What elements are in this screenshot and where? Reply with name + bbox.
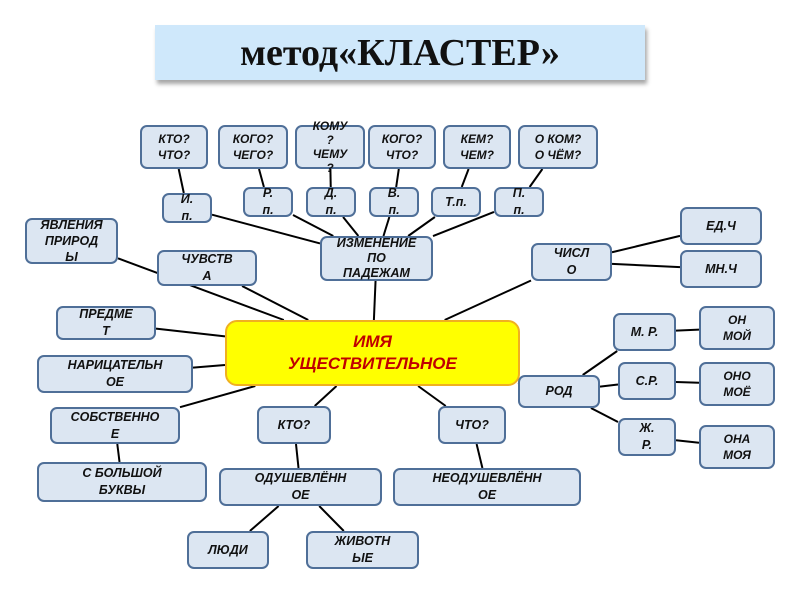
connector-case_pr-izmenenie xyxy=(432,210,495,238)
title-banner: метод«КЛАСТЕР» xyxy=(155,25,645,80)
node-mn-ch: МН.Ч xyxy=(680,250,762,288)
node-odushevlennoe: ОДУШЕВЛЁНН ОЕ xyxy=(219,468,382,506)
node-sobstvennoe: СОБСТВЕННО Е xyxy=(50,407,180,444)
connector-sobstvennoe-s_bolshoy xyxy=(116,443,121,463)
node-q-tv: КЕМ? ЧЕМ? xyxy=(443,125,511,169)
connector-rod-zh_r xyxy=(590,407,619,423)
connector-q_pr-case_pr xyxy=(528,168,544,188)
node-case-rod: Р. п. xyxy=(243,186,293,217)
connector-case_im-izmenenie xyxy=(211,213,321,245)
connector-naritsatelnoe-center xyxy=(192,364,226,369)
node-neodushevlennoe: НЕОДУШЕВЛЁНН ОЕ xyxy=(393,468,581,506)
connector-rod-s_r xyxy=(599,383,619,388)
connector-chto-neodush xyxy=(475,443,484,469)
connector-q_rod-case_rod xyxy=(258,168,265,188)
connector-izmenenie-center xyxy=(372,280,377,321)
node-case-dat: Д. п. xyxy=(306,186,356,217)
node-chuvstva: ЧУВСТВ А xyxy=(157,250,257,286)
connector-chuvstva-center xyxy=(241,285,309,321)
connector-predmet-center xyxy=(155,327,226,338)
node-kto: КТО? xyxy=(257,406,331,444)
connector-yavleniya-center xyxy=(117,257,285,321)
connector-case_tv-izmenenie xyxy=(407,216,436,237)
connector-s_r-ono_moe xyxy=(675,380,700,384)
connector-rod-m_r xyxy=(582,350,618,376)
node-q-pr: О КОМ? О ЧЁМ? xyxy=(518,125,598,169)
connector-center-chto xyxy=(417,385,447,407)
node-center-imya-sushchestvitelnoe: ИМЯ УЩЕСТВИТЕЛЬНОЕ xyxy=(225,320,520,386)
connector-center-chislo xyxy=(444,279,532,321)
node-case-tv: Т.п. xyxy=(431,187,481,217)
node-q-im: КТО? ЧТО? xyxy=(140,125,208,169)
connector-zh_r-ona_moya xyxy=(675,439,700,444)
connector-q_im-case_im xyxy=(177,168,185,194)
node-chislo: ЧИСЛ О xyxy=(531,243,612,281)
connector-chislo-mn_ch xyxy=(611,262,681,269)
node-ed-ch: ЕД.Ч xyxy=(680,207,762,245)
node-case-im: И. п. xyxy=(162,192,212,223)
node-rod: РОД xyxy=(518,375,600,408)
node-yavleniya: ЯВЛЕНИЯ ПРИРОД Ы xyxy=(25,218,118,264)
connector-odush-lyudi xyxy=(249,505,280,532)
node-s-r: С.Р. xyxy=(618,362,676,400)
node-m-r: М. Р. xyxy=(613,313,676,351)
node-s-bolshoy: С БОЛЬШОЙ БУКВЫ xyxy=(37,462,207,502)
connector-case_vin-izmenenie xyxy=(382,216,391,237)
connector-center-kto xyxy=(314,385,338,407)
node-case-vin: В. п. xyxy=(369,186,419,217)
node-q-vin: КОГО? ЧТО? xyxy=(368,125,436,169)
node-q-rod: КОГО? ЧЕГО? xyxy=(218,125,288,169)
node-case-pr: П. п. xyxy=(494,186,544,217)
connector-chislo-ed_ch xyxy=(611,234,681,254)
node-zh-r: Ж. Р. xyxy=(618,418,676,456)
node-ono-moe: ОНО МОЁ xyxy=(699,362,775,406)
node-izmenenie: ИЗМЕНЕНИЕ ПО ПАДЕЖАМ xyxy=(320,236,433,281)
node-q-dat: КОМУ ? ЧЕМУ ? xyxy=(295,119,365,175)
connector-kto-odush xyxy=(294,443,300,469)
connector-m_r-on_moy xyxy=(675,328,700,332)
connector-q_vin-case_vin xyxy=(395,168,400,188)
node-zhivotnye: ЖИВОТН ЫЕ xyxy=(306,531,419,569)
node-predmet: ПРЕДМЕ Т xyxy=(56,306,156,340)
node-naritsatelnoe: НАРИЦАТЕЛЬН ОЕ xyxy=(37,355,193,393)
connector-case_dat-izmenenie xyxy=(342,216,360,237)
node-on-moy: ОН МОЙ xyxy=(699,306,775,350)
connector-case_rod-izmenenie xyxy=(292,214,334,237)
connector-sobstvennoe-center xyxy=(179,385,256,409)
node-lyudi: ЛЮДИ xyxy=(187,531,269,569)
connector-odush-zhivotnye xyxy=(318,505,345,532)
node-ona-moya: ОНА МОЯ xyxy=(699,425,775,469)
node-chto: ЧТО? xyxy=(438,406,506,444)
connector-q_tv-case_tv xyxy=(460,168,470,188)
